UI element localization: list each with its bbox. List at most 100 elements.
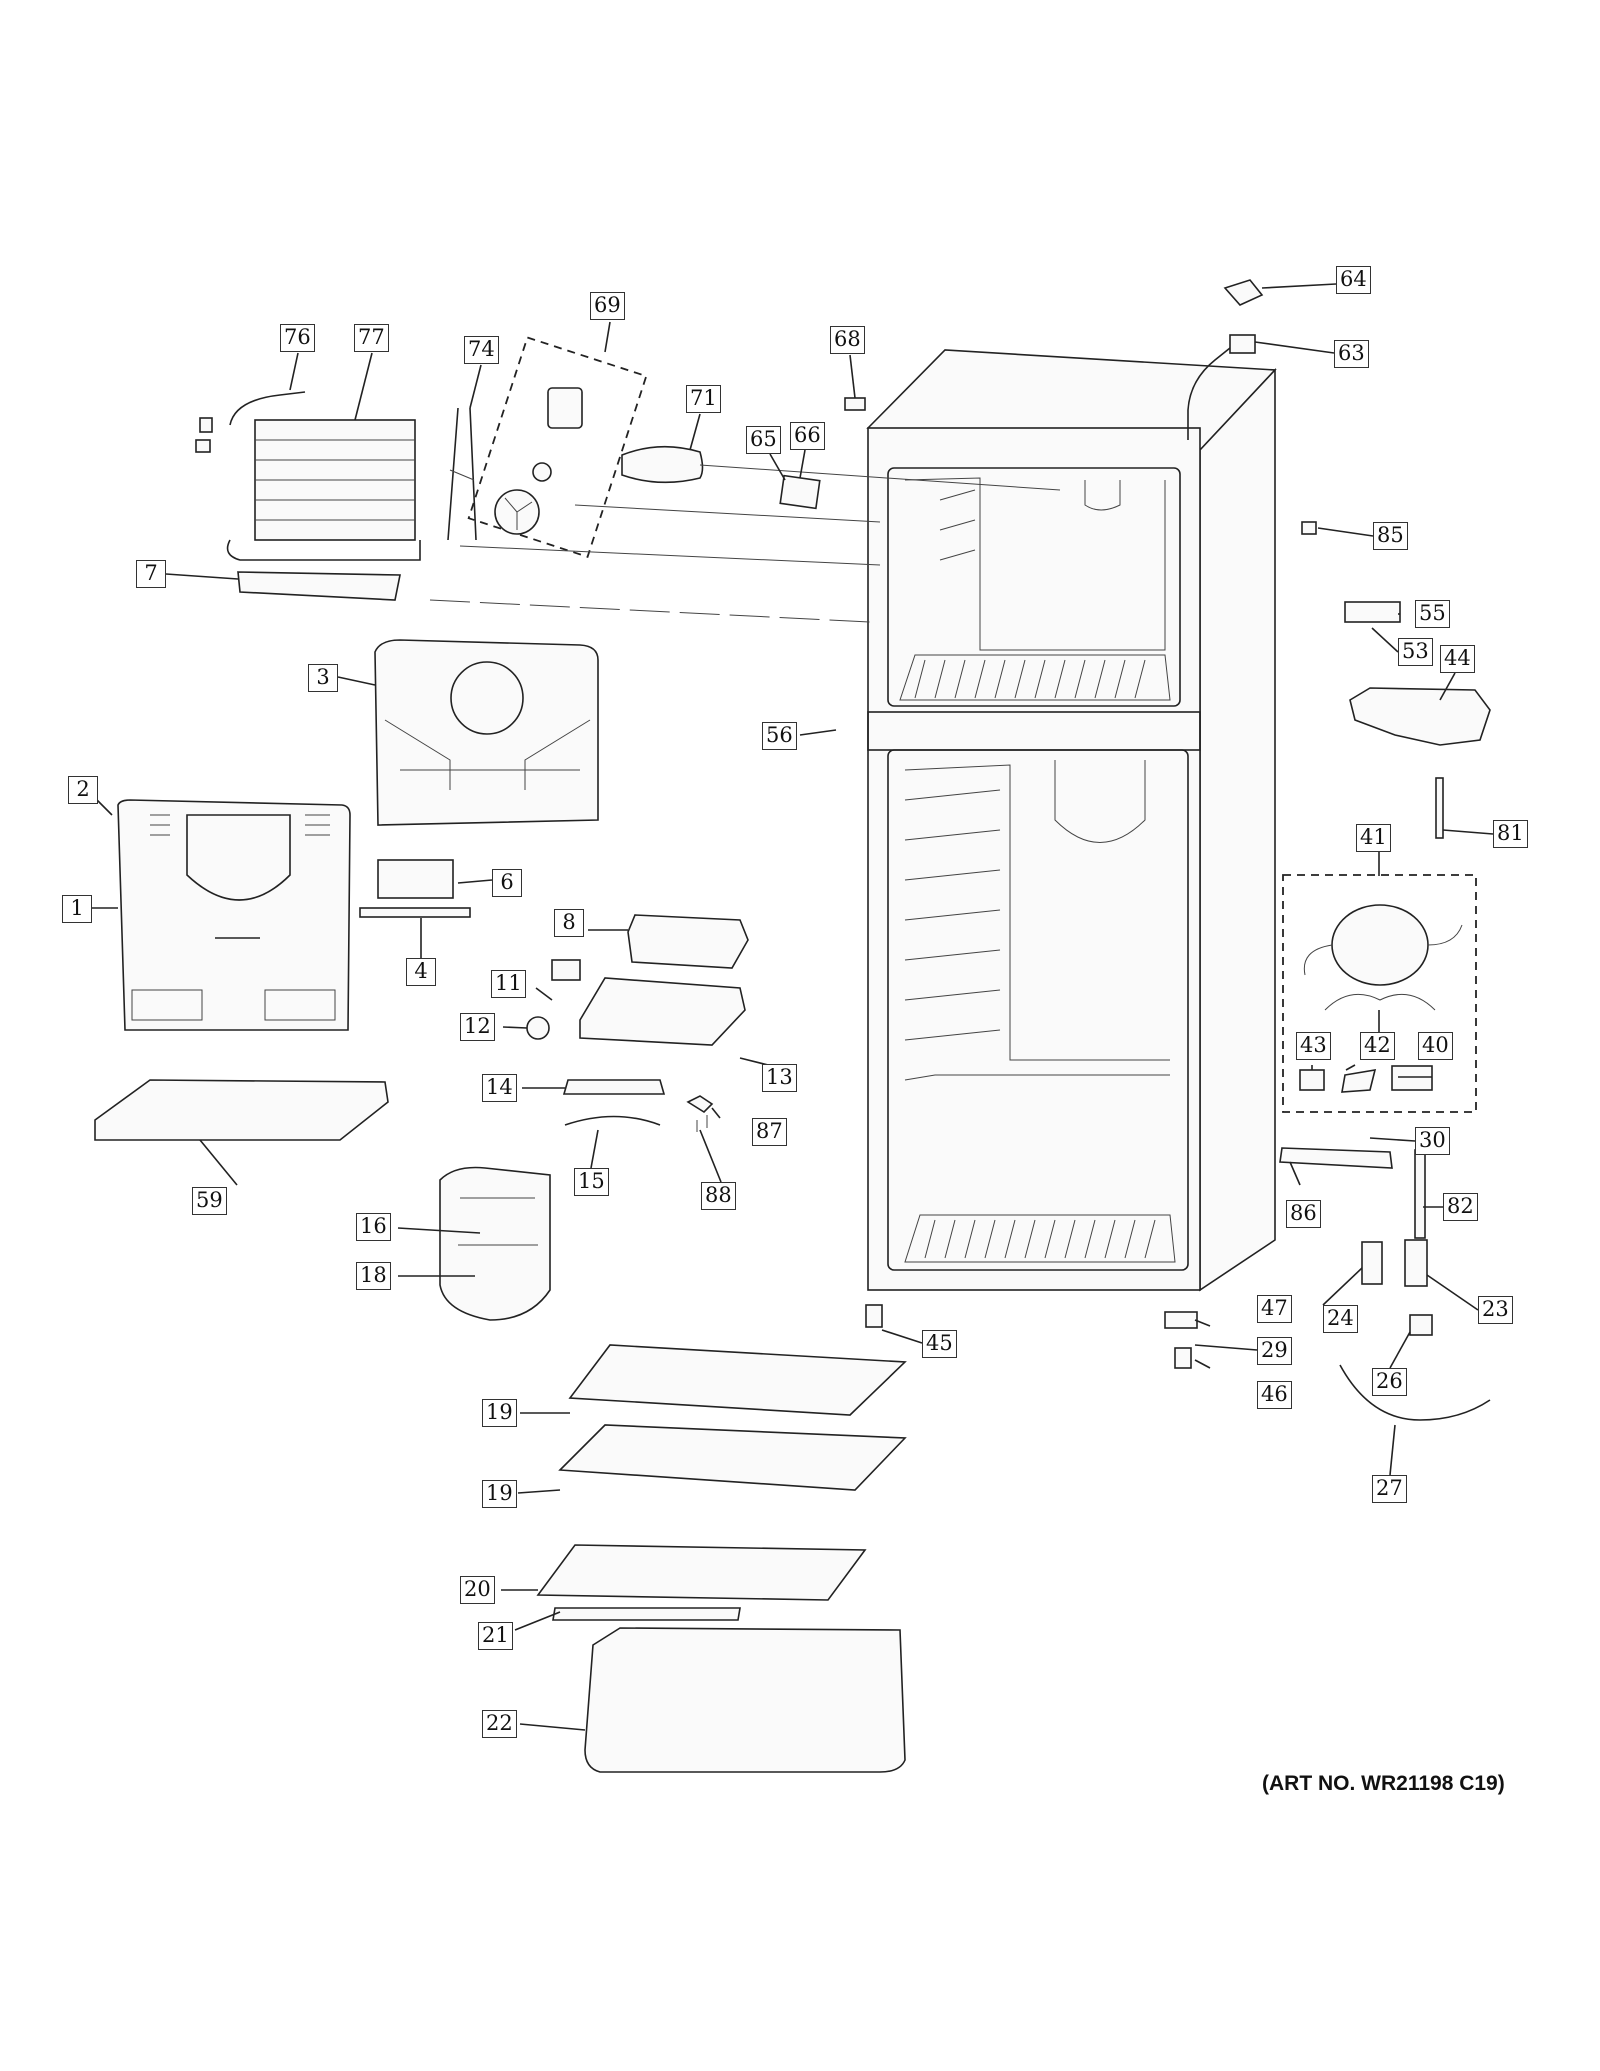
callout-27: 27 [1372, 1475, 1407, 1503]
callout-15: 15 [574, 1168, 609, 1196]
fan-motor-group-box [467, 336, 648, 558]
part-26 [1409, 1314, 1433, 1336]
callout-3: 3 [308, 664, 338, 692]
part-20 [536, 1544, 867, 1601]
callout-leaders [90, 283, 1494, 1731]
callout-65: 65 [746, 426, 781, 454]
vent-slots [131, 814, 336, 1021]
callout-11: 11 [491, 970, 526, 998]
callout-87: 87 [752, 1118, 787, 1146]
callout-4: 4 [406, 958, 436, 986]
part-85 [1301, 521, 1317, 535]
callout-71: 71 [686, 385, 721, 413]
assembly-guide-lines [429, 464, 1061, 623]
part-8 [627, 914, 749, 969]
refrigerator-cabinet [866, 339, 1277, 1292]
part-16-18 [439, 1166, 551, 1321]
fan-motor [494, 387, 583, 535]
callout-42: 42 [1360, 1032, 1395, 1060]
part-6 [377, 859, 454, 899]
part-21 [552, 1607, 741, 1621]
part-82 [1414, 1149, 1426, 1239]
part-14 [562, 1079, 666, 1095]
callout-86: 86 [1286, 1200, 1321, 1228]
part-22 [584, 1627, 906, 1773]
part-45 [865, 1304, 883, 1328]
part-1 [117, 799, 351, 1031]
callout-69: 69 [590, 292, 625, 320]
compressor-group-box [1282, 874, 1477, 1113]
part-55 [1344, 601, 1401, 623]
part-3 [374, 639, 599, 826]
part-12 [526, 1016, 550, 1040]
part-19-lower [558, 1424, 907, 1491]
callout-22: 22 [482, 1710, 517, 1738]
part-19-upper [568, 1344, 907, 1416]
callout-1: 1 [62, 895, 92, 923]
callout-24: 24 [1323, 1305, 1358, 1333]
part-86 [1279, 1147, 1393, 1169]
part-44 [1349, 687, 1491, 746]
callout-7: 7 [136, 560, 166, 588]
callout-29: 29 [1257, 1337, 1292, 1365]
part-43 [1299, 1069, 1325, 1091]
callout-45: 45 [922, 1330, 957, 1358]
callout-30: 30 [1415, 1127, 1450, 1155]
part-11 [551, 959, 581, 981]
callout-66: 66 [790, 422, 825, 450]
callout-8: 8 [554, 909, 584, 937]
callout-13: 13 [762, 1064, 797, 1092]
part-15 [564, 1115, 661, 1126]
evaporator-coil [195, 391, 421, 561]
callout-20: 20 [460, 1576, 495, 1604]
part-46 [1174, 1347, 1192, 1369]
part-59 [94, 1079, 389, 1141]
callout-14: 14 [482, 1074, 517, 1102]
callout-19-upper: 19 [482, 1399, 517, 1427]
callout-44: 44 [1440, 645, 1475, 673]
freezer-shelf-grid [914, 659, 1146, 699]
part-47 [1164, 1311, 1198, 1329]
callout-26: 26 [1372, 1368, 1407, 1396]
callout-63: 63 [1334, 340, 1369, 368]
callout-81: 81 [1493, 820, 1528, 848]
callout-68: 68 [830, 326, 865, 354]
callout-18: 18 [356, 1262, 391, 1290]
callout-16: 16 [356, 1213, 391, 1241]
part-13 [579, 977, 746, 1046]
callout-64: 64 [1336, 266, 1371, 294]
door-shelf-rails [904, 789, 1001, 1041]
defrost-heater-74 [447, 407, 477, 541]
callout-2: 2 [68, 776, 98, 804]
callout-40: 40 [1418, 1032, 1453, 1060]
callout-77: 77 [354, 324, 389, 352]
part-81 [1435, 777, 1444, 839]
part-4 [359, 907, 471, 918]
callout-23: 23 [1478, 1296, 1513, 1324]
part-23 [1404, 1239, 1428, 1287]
callout-82: 82 [1443, 1193, 1478, 1221]
callout-43: 43 [1296, 1032, 1331, 1060]
callout-12: 12 [460, 1013, 495, 1041]
callout-56: 56 [762, 722, 797, 750]
compressor [1303, 904, 1463, 1011]
callout-76: 76 [280, 324, 315, 352]
part-66 [779, 474, 821, 510]
callout-55: 55 [1415, 600, 1450, 628]
part-42 [1341, 1069, 1377, 1093]
callout-6: 6 [492, 869, 522, 897]
callout-47: 47 [1257, 1295, 1292, 1323]
callout-59: 59 [192, 1187, 227, 1215]
callout-53: 53 [1398, 638, 1433, 666]
part-40 [1391, 1065, 1433, 1091]
part-7 [237, 571, 401, 601]
part-68 [844, 397, 866, 411]
callout-85: 85 [1373, 522, 1408, 550]
crisper-floor-ribs [924, 1219, 1156, 1259]
callout-21: 21 [478, 1622, 513, 1650]
part-27 [1339, 1364, 1491, 1421]
art-number: (ART NO. WR21198 C19) [1262, 1772, 1505, 1795]
callout-74: 74 [464, 336, 499, 364]
